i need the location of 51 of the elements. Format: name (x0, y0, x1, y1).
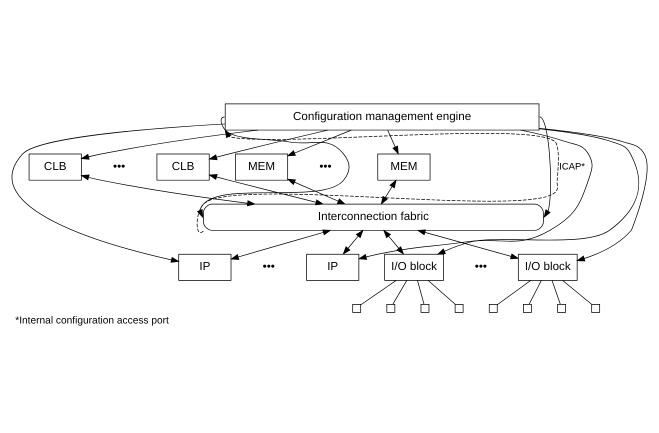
node-box (420, 304, 430, 313)
arrow (436, 128, 640, 255)
arrow (539, 116, 551, 218)
node-box: MEM (235, 154, 288, 181)
label: ••• (262, 260, 275, 274)
caption: *Internal configuration access port (15, 315, 169, 326)
label: ••• (113, 160, 126, 173)
connector (552, 280, 561, 304)
node-box: Configuration management engine (224, 104, 540, 130)
arrow (286, 178, 346, 205)
arrow (383, 230, 404, 255)
connector (360, 280, 396, 306)
node-box: IP (306, 254, 360, 281)
connector (496, 280, 531, 306)
connector (417, 280, 424, 304)
arrow (380, 179, 397, 205)
connector (428, 280, 456, 305)
arrow (208, 130, 328, 160)
arrow (387, 130, 399, 155)
arrow (286, 130, 352, 156)
arrow (12, 124, 226, 263)
node-box (523, 304, 532, 313)
edge-label: ICAP* (559, 162, 585, 173)
arrow (196, 116, 350, 218)
node-box (557, 304, 566, 313)
arrow (342, 230, 364, 255)
node-box (454, 304, 464, 313)
node-box (591, 304, 600, 313)
node-box: Interconnection fabric (203, 204, 544, 231)
arrow (80, 130, 258, 160)
node-box: I/O block (518, 254, 578, 281)
node-box (488, 304, 498, 313)
connector (392, 280, 408, 304)
node-box: CLB (156, 154, 210, 181)
node-box: CLB (28, 154, 82, 181)
node-box (386, 304, 396, 313)
node-box: IP (178, 254, 232, 281)
node-box: I/O block (384, 254, 444, 281)
arrow (416, 229, 520, 260)
arrow (80, 174, 256, 206)
label: ••• (474, 260, 488, 274)
node-box (352, 304, 362, 313)
arrow (208, 174, 324, 206)
arrow (230, 230, 332, 260)
label: ••• (319, 160, 332, 173)
connector (528, 280, 542, 304)
arrow (358, 130, 592, 260)
connector (562, 280, 592, 305)
arrow (538, 128, 648, 262)
arrow (196, 129, 559, 233)
node-box: MEM (377, 154, 430, 181)
